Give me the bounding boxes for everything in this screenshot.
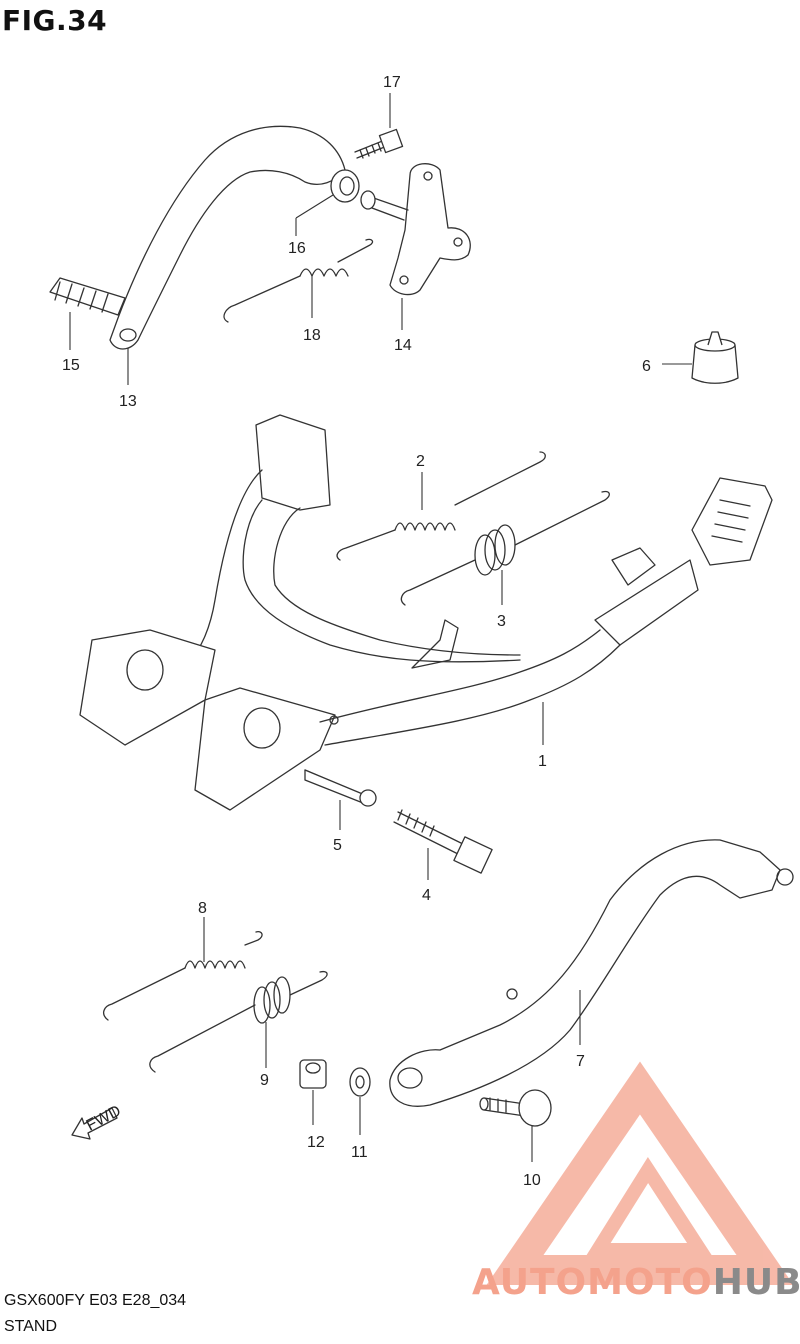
callout-7: 7	[576, 1053, 585, 1070]
callout-11: 11	[351, 1144, 368, 1161]
bolt-17	[354, 128, 404, 159]
callout-12: 12	[307, 1134, 325, 1151]
callout-15: 15	[62, 357, 80, 374]
center-stand	[79, 414, 773, 811]
spring-9	[149, 970, 328, 1073]
side-stand	[389, 839, 794, 1107]
pedal-rubber	[49, 277, 126, 316]
section-name: STAND	[4, 1318, 58, 1335]
callout-5: 5	[333, 837, 342, 854]
leader-lines	[69, 93, 692, 1162]
callout-4: 4	[422, 887, 431, 904]
forward-arrow-icon: FWD	[71, 1102, 124, 1140]
rubber-stopper	[691, 331, 739, 384]
washer-11	[349, 1067, 371, 1097]
bolt-4	[393, 809, 493, 874]
callout-3: 3	[497, 613, 506, 630]
callout-2: 2	[416, 453, 425, 470]
model-code: GSX600FY E03 E28_034	[4, 1292, 187, 1309]
watermark-text-accent: AUTOMOTO	[472, 1262, 713, 1303]
watermark-logo	[486, 1061, 794, 1285]
callout-labels: 17 16 18 14 15 13 6 2 3 1 5 4 8 9 7 12 1…	[62, 74, 651, 1189]
fwd-label: FWD	[84, 1102, 124, 1134]
callout-10: 10	[523, 1172, 541, 1189]
callout-6: 6	[642, 358, 651, 375]
spring-8	[102, 930, 263, 1021]
callout-9: 9	[260, 1072, 269, 1089]
callout-8: 8	[198, 900, 207, 917]
nut-12	[299, 1059, 327, 1089]
spring-2	[336, 451, 546, 561]
callout-14: 14	[394, 337, 412, 354]
washer-16	[330, 169, 360, 203]
callout-17: 17	[383, 74, 401, 91]
brake-pedal-arm	[109, 125, 346, 350]
callout-1: 1	[538, 753, 547, 770]
spring-3	[400, 490, 610, 606]
callout-18: 18	[303, 327, 321, 344]
spacer-pipe	[304, 769, 377, 807]
bolt-10	[479, 1089, 552, 1127]
watermark-text: AUTOMOTOHUB	[472, 1262, 800, 1303]
watermark-text-gray: HUB	[712, 1262, 800, 1303]
callout-16: 16	[288, 240, 306, 257]
spring-18	[223, 238, 374, 323]
figure-title: FIG.34	[2, 4, 108, 37]
bracket-plate	[360, 163, 471, 296]
callout-13: 13	[119, 393, 137, 410]
